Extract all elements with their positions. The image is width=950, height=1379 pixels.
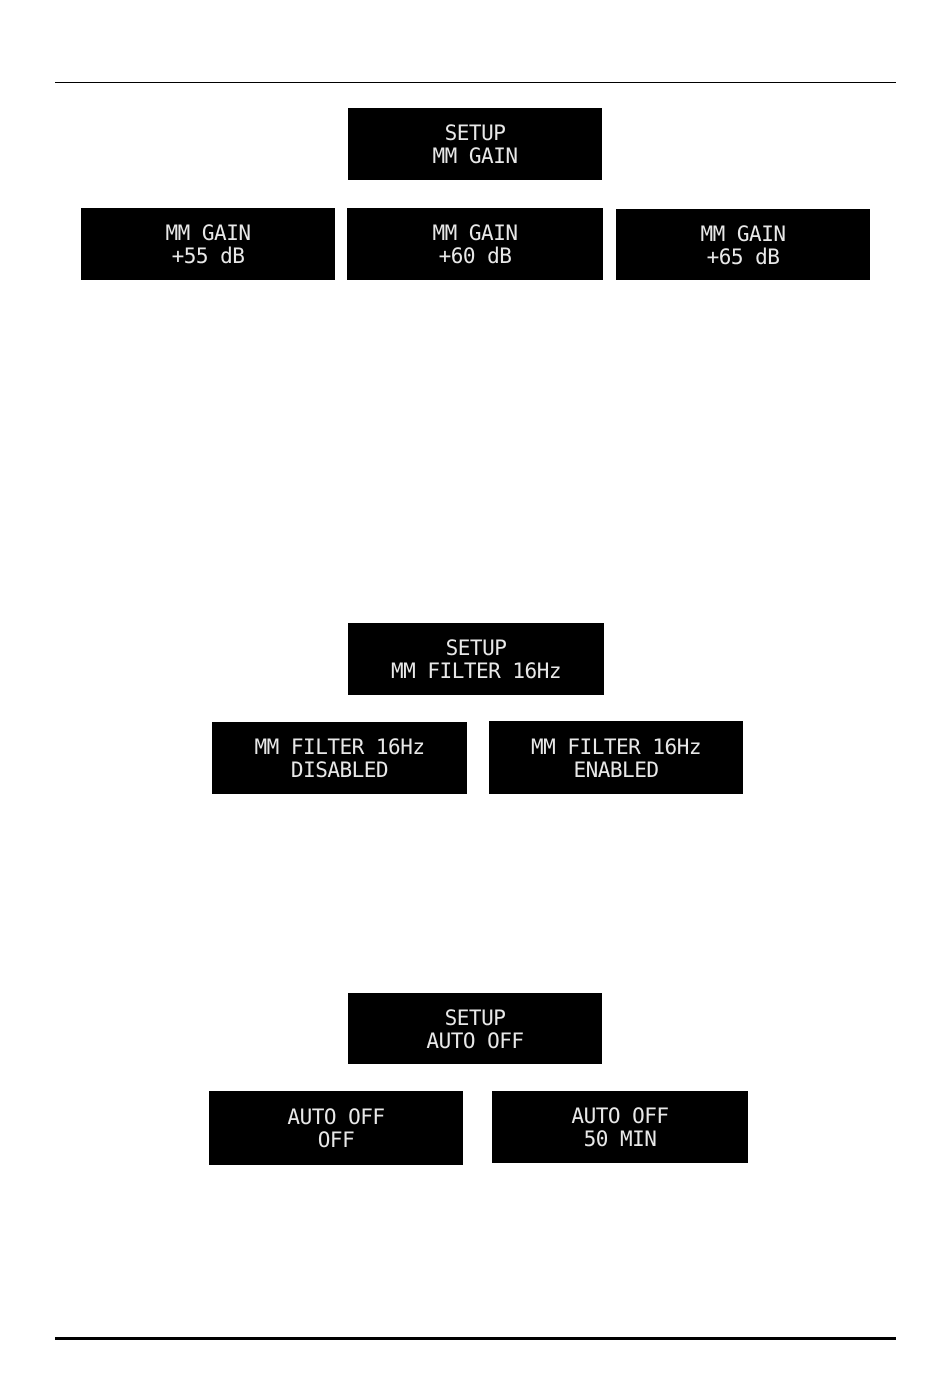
- display-line-1: MM FILTER 16Hz: [254, 736, 424, 759]
- display-line-2: ENABLED: [573, 759, 658, 782]
- display-line-1: MM GAIN: [700, 223, 785, 246]
- display-line-2: AUTO OFF: [426, 1030, 523, 1053]
- display-line-2: +55 dB: [172, 245, 245, 268]
- display-setup-mm-gain: SETUP MM GAIN: [348, 108, 602, 180]
- display-line-1: AUTO OFF: [287, 1106, 384, 1129]
- display-line-2: +65 dB: [707, 246, 780, 269]
- display-line-1: SETUP: [445, 1007, 506, 1030]
- display-mm-filter-enabled: MM FILTER 16Hz ENABLED: [489, 721, 743, 794]
- display-line-1: MM GAIN: [432, 222, 517, 245]
- display-setup-mm-filter: SETUP MM FILTER 16Hz: [348, 623, 604, 695]
- footer-divider: [55, 1337, 896, 1340]
- display-setup-auto-off: SETUP AUTO OFF: [348, 993, 602, 1064]
- display-auto-off-50-min: AUTO OFF 50 MIN: [492, 1091, 748, 1163]
- display-line-1: MM GAIN: [165, 222, 250, 245]
- display-line-1: SETUP: [445, 122, 506, 145]
- display-line-1: AUTO OFF: [571, 1105, 668, 1128]
- header-divider: [55, 82, 896, 83]
- display-line-1: SETUP: [446, 637, 507, 660]
- display-line-2: OFF: [318, 1129, 354, 1152]
- display-mm-filter-disabled: MM FILTER 16Hz DISABLED: [212, 722, 467, 794]
- display-mm-gain-60: MM GAIN +60 dB: [347, 208, 603, 280]
- display-line-2: +60 dB: [439, 245, 512, 268]
- display-line-2: DISABLED: [291, 759, 388, 782]
- display-line-1: MM FILTER 16Hz: [531, 736, 701, 759]
- display-mm-gain-55: MM GAIN +55 dB: [81, 208, 335, 280]
- display-line-2: MM FILTER 16Hz: [391, 660, 561, 683]
- display-line-2: 50 MIN: [584, 1128, 657, 1151]
- display-auto-off-off: AUTO OFF OFF: [209, 1091, 463, 1165]
- display-line-2: MM GAIN: [432, 145, 517, 168]
- display-mm-gain-65: MM GAIN +65 dB: [616, 209, 870, 280]
